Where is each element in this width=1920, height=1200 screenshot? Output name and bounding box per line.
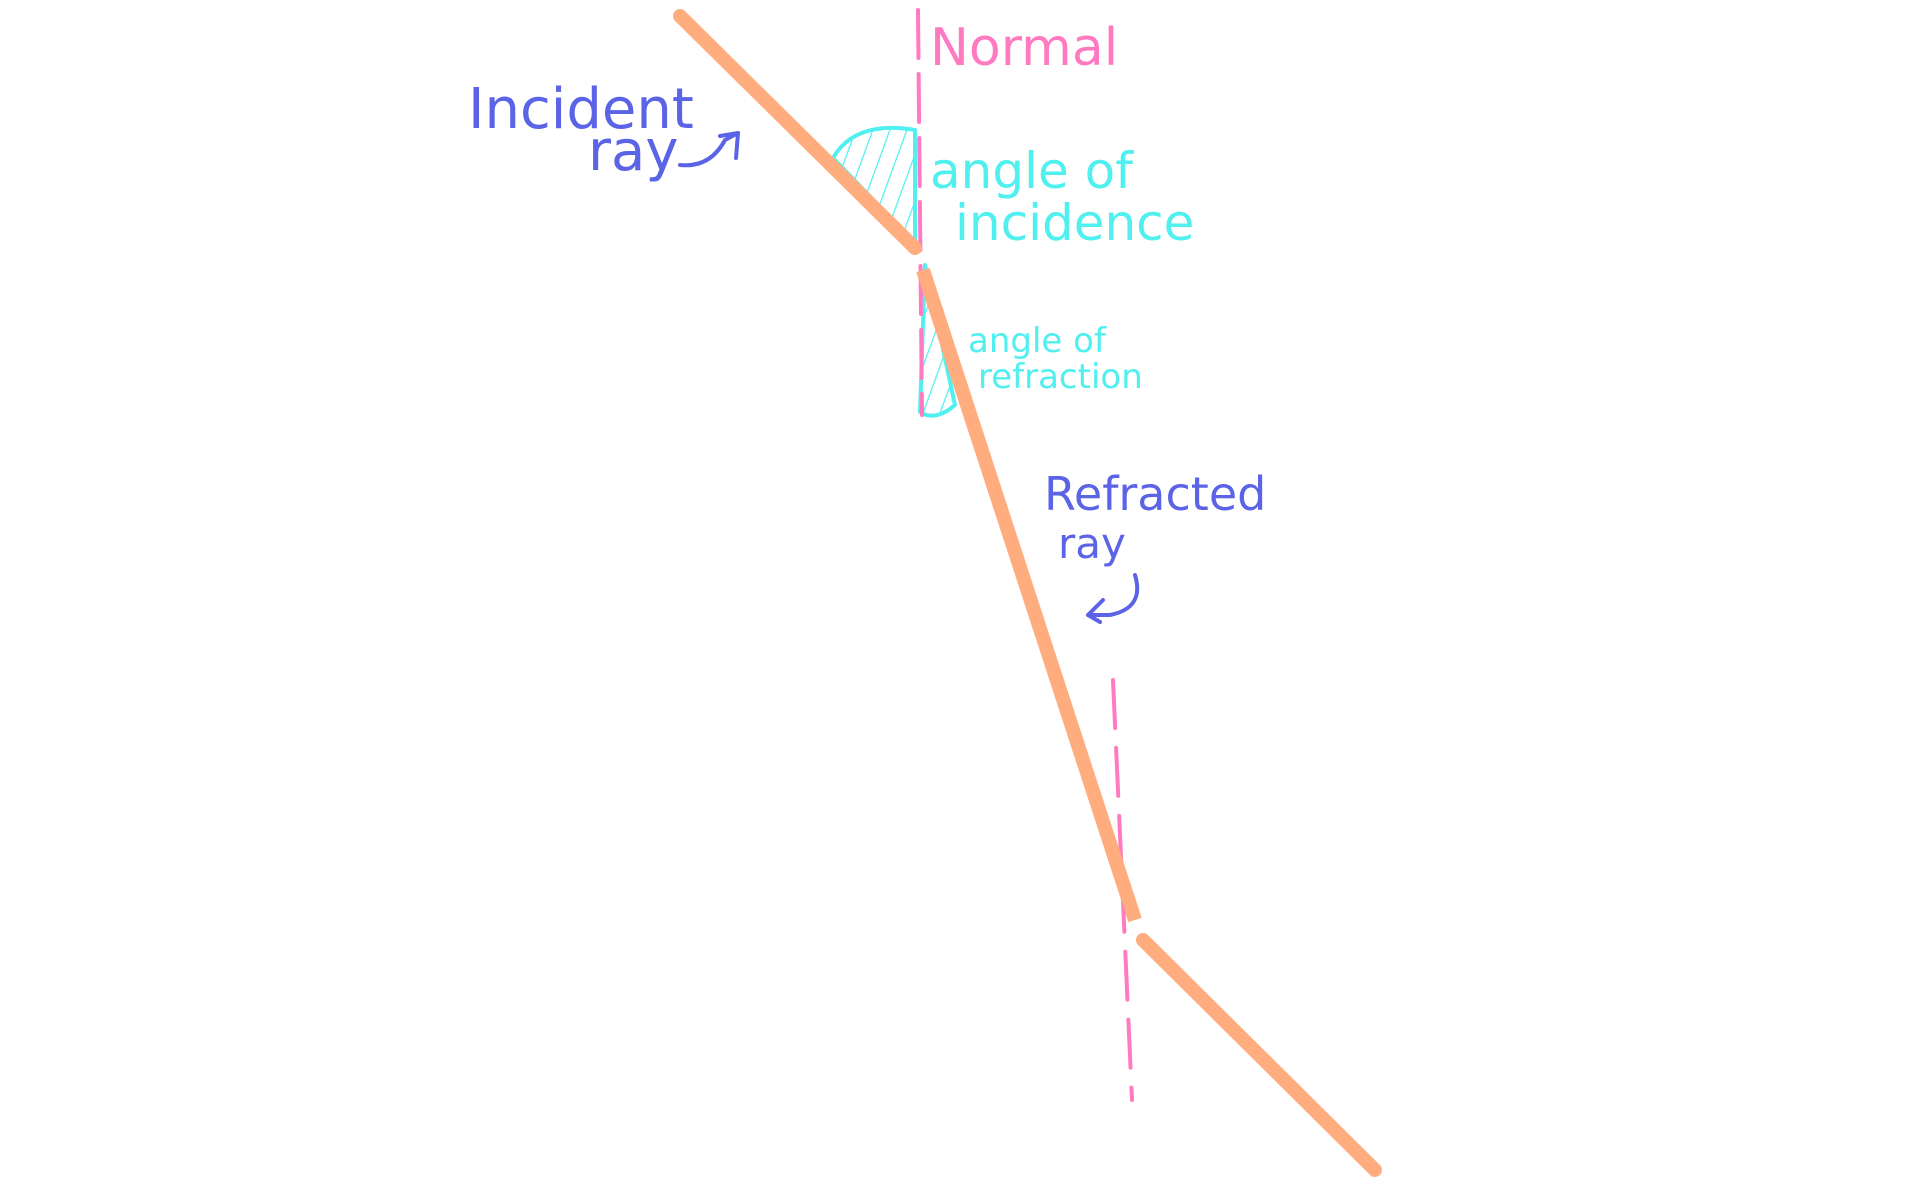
angle-of-incidence-label-line2: incidence xyxy=(955,194,1194,252)
angle-of-incidence-label-line1: angle of xyxy=(930,142,1134,200)
normal-line-top xyxy=(916,8,924,417)
refracted-ray-arrow-icon xyxy=(1086,573,1140,624)
normal-label: Normal xyxy=(930,18,1118,78)
incident-ray-arrow-icon xyxy=(678,131,740,168)
incident-ray-label-line1: Incident xyxy=(468,77,694,142)
angle-of-incidence-arc xyxy=(831,125,917,245)
incident-ray xyxy=(673,9,922,255)
emergent-ray xyxy=(1136,933,1382,1177)
incident-ray-label-line2: ray xyxy=(588,119,678,184)
refracted-ray-label-line2: ray xyxy=(1058,519,1126,568)
angle-of-refraction-label-line1: angle of xyxy=(968,321,1107,361)
angle-of-refraction-label-line2: refraction xyxy=(978,357,1143,397)
refracted-ray xyxy=(916,267,1142,923)
refracted-ray-label-line1: Refracted xyxy=(1044,467,1266,521)
